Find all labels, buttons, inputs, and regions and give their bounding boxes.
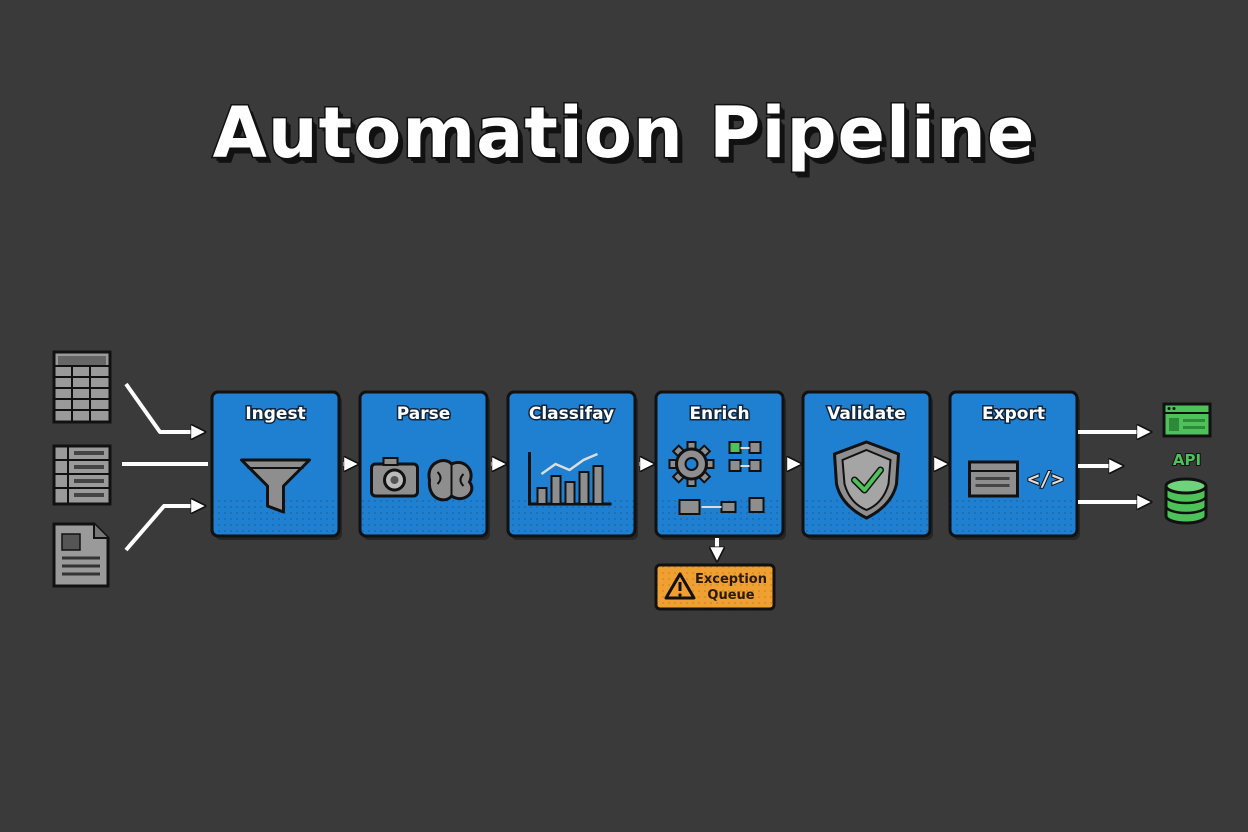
bar-chart-icon: [528, 452, 612, 506]
stage-label: Export: [982, 404, 1045, 424]
gear-workflow-icon: [668, 441, 765, 515]
spreadsheet-icon: [52, 350, 112, 424]
stage-label: Enrich: [689, 404, 749, 424]
exception-line2: Queue: [707, 588, 754, 603]
text-document-icon: [52, 522, 110, 588]
camera-brain-icon: [370, 457, 474, 502]
input-arrows: [122, 382, 208, 552]
output-arrows: [1078, 432, 1146, 502]
stage-box-validate: Validate: [801, 390, 933, 540]
stage-label: Ingest: [245, 404, 305, 424]
stage-row: Ingest Parse Classifay Enrich Validate Export…: [210, 390, 1080, 540]
stage-box-enrich: Enrich: [654, 390, 786, 540]
stage-label: Classifay: [529, 404, 614, 424]
stage-box-export: Export </>: [948, 390, 1080, 540]
browser-window-icon: [1162, 402, 1212, 438]
table-document-icon: [52, 444, 112, 506]
exception-line1: Exception: [695, 572, 767, 587]
browser-code-icon: </>: [968, 460, 1065, 498]
stage-box-classifay: Classifay: [506, 390, 638, 540]
api-label: API: [1173, 451, 1201, 469]
exception-queue: Exception Queue: [654, 563, 776, 611]
page-title: Automation Pipeline: [211, 91, 1036, 176]
stage-box-parse: Parse: [358, 390, 490, 540]
warning-icon: [664, 572, 696, 600]
stage-label: Parse: [397, 404, 451, 424]
database-icon: [1164, 477, 1208, 525]
shield-check-icon: [832, 440, 901, 520]
funnel-icon: [240, 458, 311, 514]
svg-text:</>: </>: [1027, 467, 1063, 491]
stage-box-ingest: Ingest: [210, 390, 342, 540]
stage-label: Validate: [827, 404, 906, 424]
